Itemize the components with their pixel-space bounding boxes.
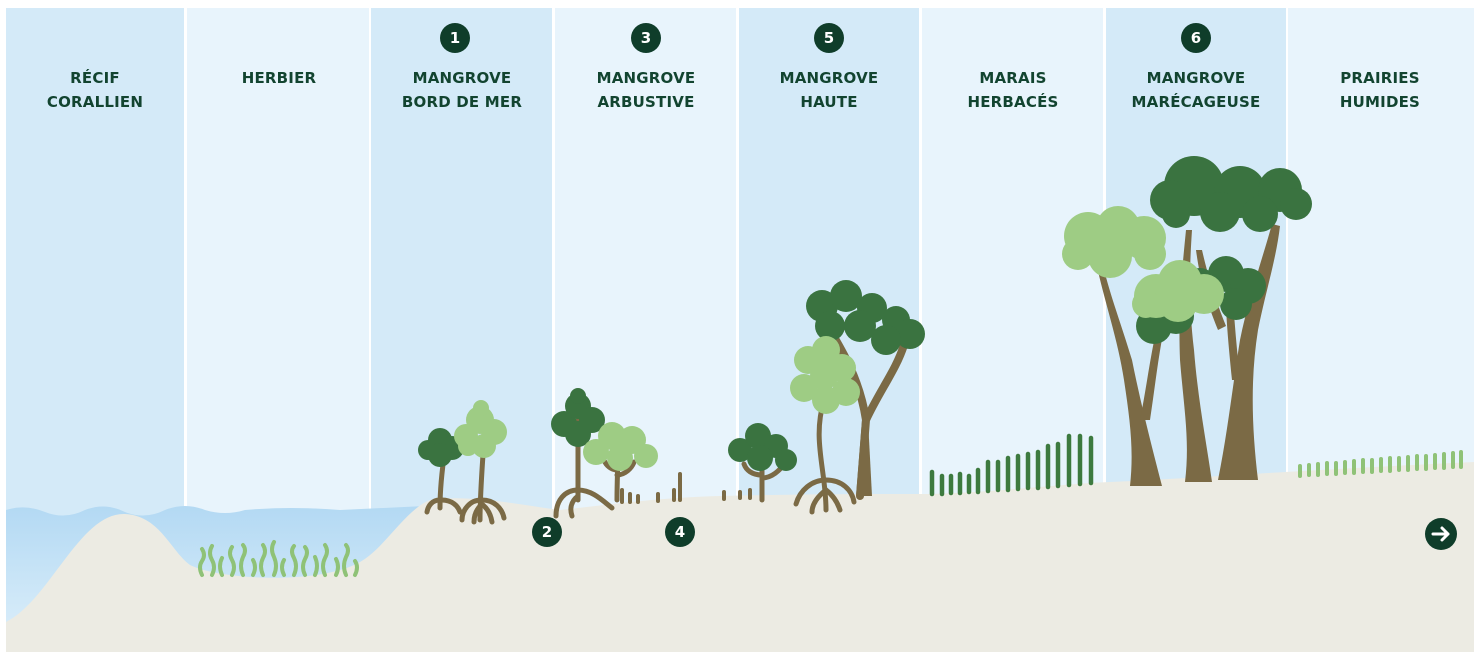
marker-6[interactable]: 6 — [1181, 23, 1211, 53]
mangrove-arbustive — [551, 388, 658, 519]
marker-1[interactable]: 1 — [440, 23, 470, 53]
marker-3[interactable]: 3 — [631, 23, 661, 53]
marker-2[interactable]: 2 — [532, 517, 562, 547]
mangrove-marecageuse — [1062, 156, 1312, 486]
arrow-right-icon — [1431, 526, 1450, 542]
next-button[interactable] — [1425, 518, 1457, 550]
propagules — [620, 472, 752, 504]
zone-label-herbier: HERBIER — [241, 69, 317, 87]
mangrove-haute — [728, 280, 925, 515]
marker-5[interactable]: 5 — [814, 23, 844, 53]
meadow-grass — [1298, 450, 1463, 478]
seagrass — [198, 540, 359, 577]
mangrove-bord-de-mer — [418, 400, 507, 525]
marsh-grass — [929, 433, 1094, 497]
sediment-ground — [6, 462, 1474, 652]
marker-4[interactable]: 4 — [665, 517, 695, 547]
